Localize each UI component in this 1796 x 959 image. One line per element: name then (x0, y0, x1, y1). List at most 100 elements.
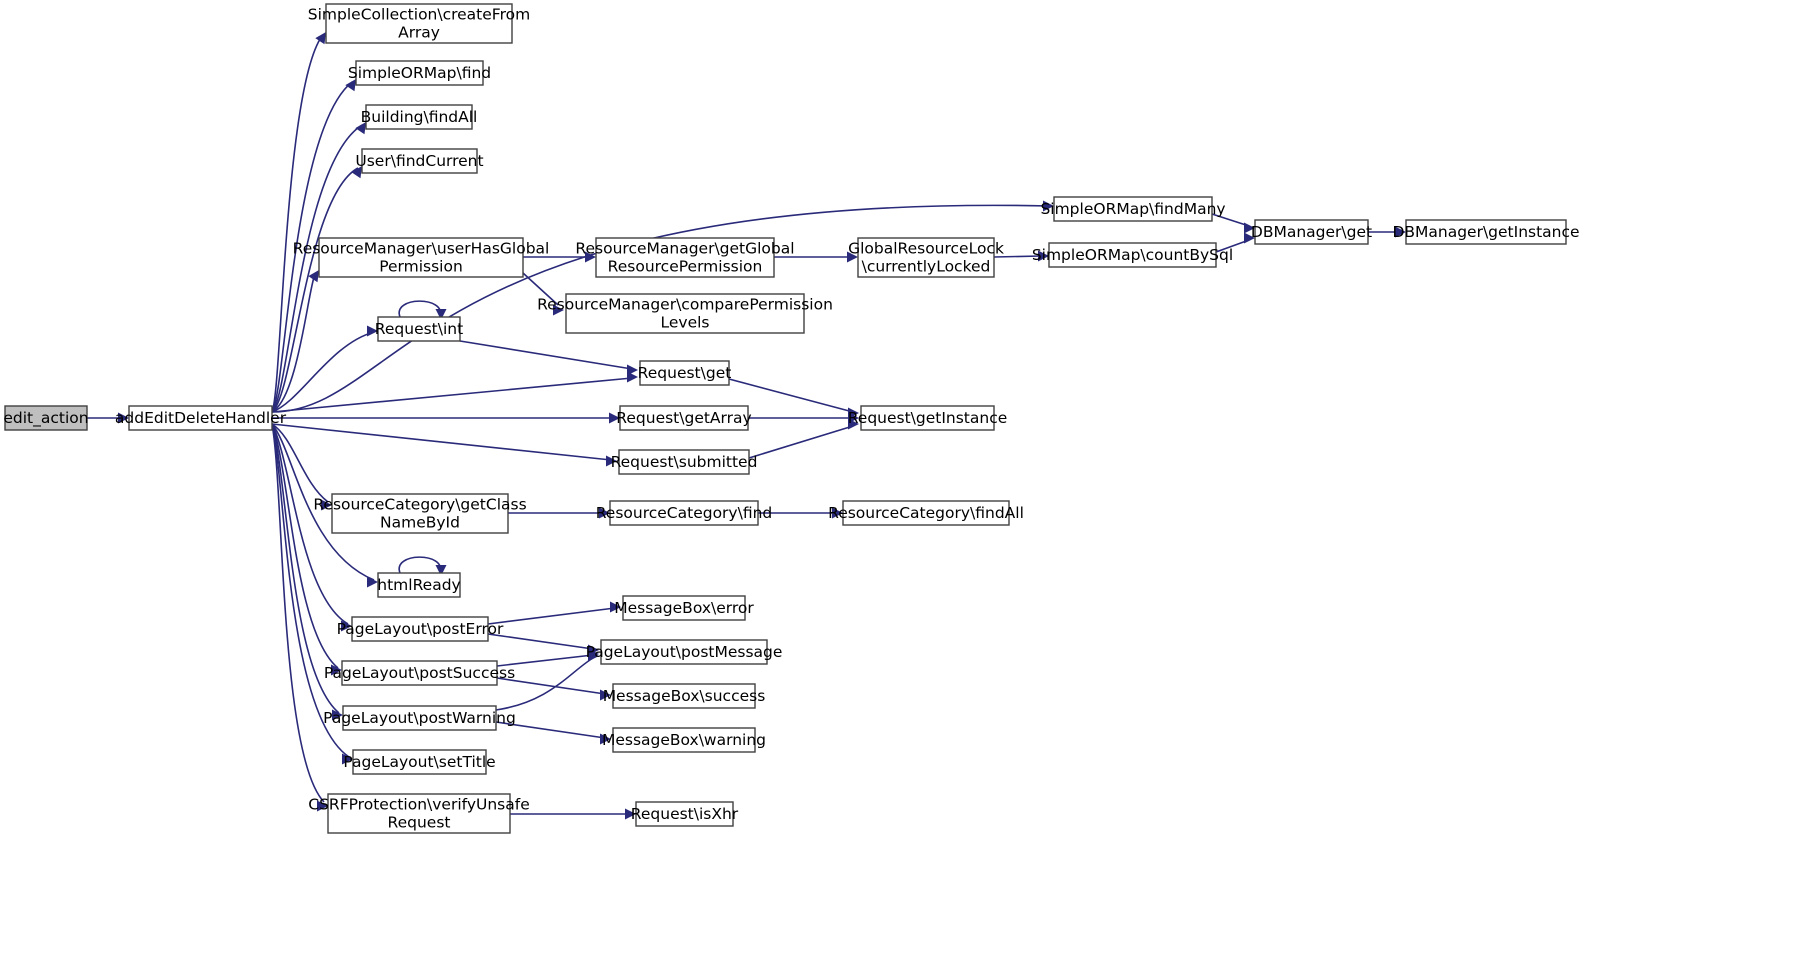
graph-node-plPostSuccess[interactable]: PageLayout\postSuccess (324, 660, 515, 686)
node-box[interactable] (618, 449, 750, 475)
node-box[interactable] (351, 616, 489, 642)
graph-node-mbError[interactable]: MessageBox\error (614, 595, 754, 621)
graph-node-addEditDelete[interactable]: addEditDeleteHandler (115, 405, 287, 431)
nodes-layer: edit_action addEditDeleteHandler SimpleCol… (3, 3, 1580, 834)
node-box[interactable] (1053, 196, 1213, 222)
edge-addEditDelete-to-requestInt (271, 325, 378, 413)
node-box[interactable] (355, 60, 484, 86)
node-box[interactable] (331, 493, 509, 534)
node-box[interactable] (128, 405, 273, 431)
node-label: addEditDeleteHandler (115, 409, 287, 427)
edge-plPostWarning-to-mbWarning (495, 721, 611, 745)
arrowhead-icon (600, 689, 611, 701)
graph-node-htmlReady[interactable]: htmlReady (377, 572, 461, 598)
graph-node-buildingFindAll[interactable]: Building\findAll (361, 104, 478, 130)
graph-node-rcFind[interactable]: ResourceCategory\find (596, 500, 773, 526)
node-label: User\findCurrent (355, 152, 483, 170)
node-box[interactable] (635, 801, 734, 827)
node-box[interactable] (609, 500, 759, 526)
arrowhead-icon (435, 565, 447, 576)
edge-addEditDelete-to-simpleCollCreate (271, 32, 326, 413)
graph-node-dbManagerInstance[interactable]: DBManager\getInstance (1392, 219, 1580, 245)
graph-node-requestGetInstance[interactable]: Request\getInstance (848, 405, 1008, 431)
node-box[interactable] (860, 405, 995, 431)
node-box[interactable] (1048, 242, 1217, 268)
graph-node-plPostMessage[interactable]: PageLayout\postMessage (586, 639, 783, 665)
graph-node-requestGet[interactable]: Request\get (638, 360, 732, 386)
graph-node-simpleORMapMany[interactable]: SimpleORMap\findMany (1040, 196, 1226, 222)
node-box[interactable] (842, 500, 1010, 526)
arrowhead-icon (1244, 232, 1255, 244)
graph-node-dbManagerGet[interactable]: DBManager\get (1251, 219, 1372, 245)
node-box[interactable] (318, 237, 524, 278)
node-box[interactable] (1254, 219, 1369, 245)
graph-node-globalResourceLock[interactable]: GlobalResourceLock\currentlyLocked (848, 237, 1004, 278)
node-label: DBManager\getInstance (1392, 223, 1579, 241)
graph-node-requestSubmitted[interactable]: Request\submitted (611, 449, 758, 475)
node-box[interactable] (342, 705, 497, 731)
graph-node-simpleORMapCount[interactable]: SimpleORMap\countBySql (1032, 242, 1233, 268)
node-box[interactable] (352, 749, 487, 775)
arrowhead-icon (553, 304, 564, 316)
graph-node-plPostError[interactable]: PageLayout\postError (337, 616, 504, 642)
node-box[interactable] (377, 316, 461, 342)
node-box[interactable] (1405, 219, 1567, 245)
node-box[interactable] (365, 104, 473, 130)
edge-rmUserHasGlobal-to-rmGetGlobalPerm (523, 251, 596, 263)
node-label: MessageBox\warning (602, 731, 766, 749)
node-box[interactable] (622, 595, 746, 621)
node-box[interactable] (612, 727, 756, 753)
arrowhead-icon (367, 576, 378, 588)
node-box[interactable] (639, 360, 730, 386)
arrowhead-icon (351, 166, 362, 179)
node-box[interactable] (565, 293, 805, 334)
arrowhead-icon (600, 733, 611, 745)
edge-rmGetGlobalPerm-to-globalResourceLock (774, 251, 858, 263)
arrowhead-icon (585, 251, 596, 263)
node-label: MessageBox\success (603, 687, 766, 705)
graph-node-userFindCurrent[interactable]: User\findCurrent (355, 148, 484, 174)
graph-node-mbWarning[interactable]: MessageBox\warning (602, 727, 766, 753)
graph-node-requestIsXhr[interactable]: Request\isXhr (631, 801, 739, 827)
graph-node-plPostWarning[interactable]: PageLayout\postWarning (323, 705, 516, 731)
graph-node-mbSuccess[interactable]: MessageBox\success (603, 683, 766, 709)
node-box[interactable] (325, 3, 513, 44)
arrowhead-icon (355, 122, 366, 135)
edge-addEditDelete-to-rcGetClassName (271, 423, 332, 511)
node-box[interactable] (600, 639, 768, 665)
node-box[interactable] (4, 405, 88, 431)
arrowhead-icon (332, 709, 343, 721)
node-box[interactable] (595, 237, 775, 278)
arrowhead-icon (609, 412, 620, 424)
node-box[interactable] (857, 237, 995, 278)
edge-globalResourceLock-to-simpleORMapCount (993, 250, 1049, 262)
graph-node-plSetTitle[interactable]: PageLayout\setTitle (343, 749, 496, 775)
node-box[interactable] (361, 148, 478, 174)
graph-node-edit_action[interactable]: edit_action (3, 405, 89, 431)
graph-node-rcFindAll[interactable]: ResourceCategory\findAll (828, 500, 1024, 526)
node-box[interactable] (327, 793, 511, 834)
edge-addEditDelete-to-plPostError (271, 423, 352, 632)
arrowhead-icon (627, 364, 638, 376)
arrowhead-icon (118, 412, 129, 424)
node-box[interactable] (377, 572, 461, 598)
node-box[interactable] (612, 683, 756, 709)
node-label: Request\submitted (611, 453, 758, 471)
node-label: PageLayout\postSuccess (324, 664, 515, 682)
node-box[interactable] (619, 405, 749, 431)
arrowhead-icon (342, 753, 353, 765)
graph-node-requestGetArray[interactable]: Request\getArray (616, 405, 752, 431)
edge-requestSubmitted-to-requestGetInstance (748, 418, 859, 459)
graph-node-requestInt[interactable]: Request\int (375, 316, 463, 342)
node-box[interactable] (341, 660, 498, 686)
graph-node-simpleORMapFind[interactable]: SimpleORMap\find (348, 60, 491, 86)
